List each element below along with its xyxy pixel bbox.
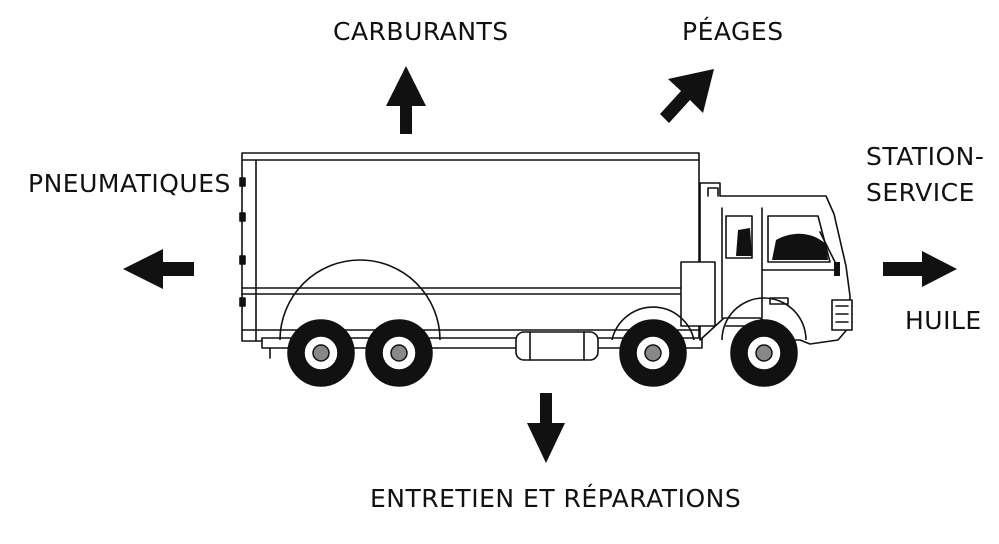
label-station-service: STATION- SERVICE: [866, 139, 984, 212]
truck-icon: [239, 152, 853, 361]
label-entretien-reparations: ENTRETIEN ET RÉPARATIONS: [370, 484, 742, 513]
arrow-up-right-icon: [660, 69, 714, 123]
arrow-right-icon: [883, 251, 957, 287]
label-huile: HUILE: [905, 306, 982, 335]
wheel-3: [619, 319, 687, 387]
arrow-up-icon: [386, 66, 426, 134]
label-station-line1: STATION-: [866, 142, 985, 171]
label-peages: PÉAGES: [682, 17, 784, 46]
label-station-line2: SERVICE: [866, 178, 975, 208]
wheel-2: [365, 319, 433, 387]
truck-wheels: [287, 319, 798, 387]
arrow-down-icon: [527, 393, 565, 463]
wheel-4: [730, 319, 798, 387]
arrow-left-icon: [123, 249, 194, 289]
label-carburants: CARBURANTS: [333, 17, 509, 46]
wheel-1: [287, 319, 355, 387]
label-pneumatiques: PNEUMATIQUES: [28, 169, 231, 198]
